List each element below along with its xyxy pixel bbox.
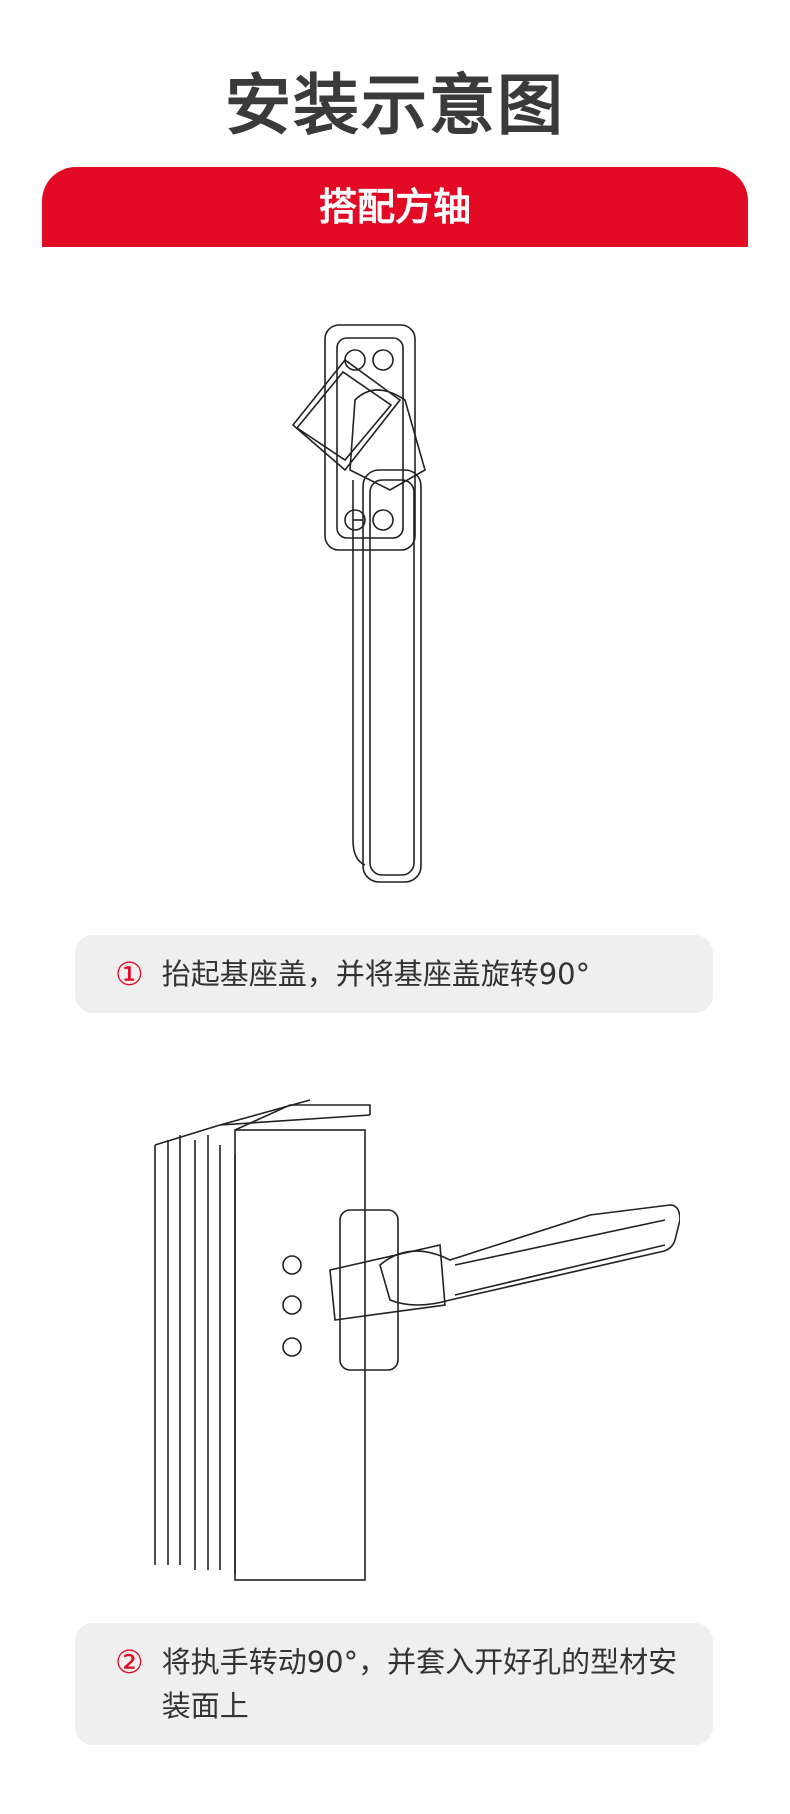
handle-illustration-mounted-profile [154,1099,680,1581]
step-2-card: ② 将执手转动90°，并套入开好孔的型材安装面上 [75,1623,713,1745]
handle-illustration-lifted-base [291,324,426,883]
page-title: 安装示意图 [225,67,565,144]
step-1-card: ① 抬起基座盖，并将基座盖旋转90° [75,935,713,1013]
step-text: 将执手转动90°，并套入开好孔的型材安装面上 [161,1645,678,1723]
section-banner: 搭配方轴 [42,167,748,247]
step-number: ① [115,955,144,993]
step-text: 抬起基座盖，并将基座盖旋转90° [161,957,591,991]
step-number: ② [115,1643,144,1681]
